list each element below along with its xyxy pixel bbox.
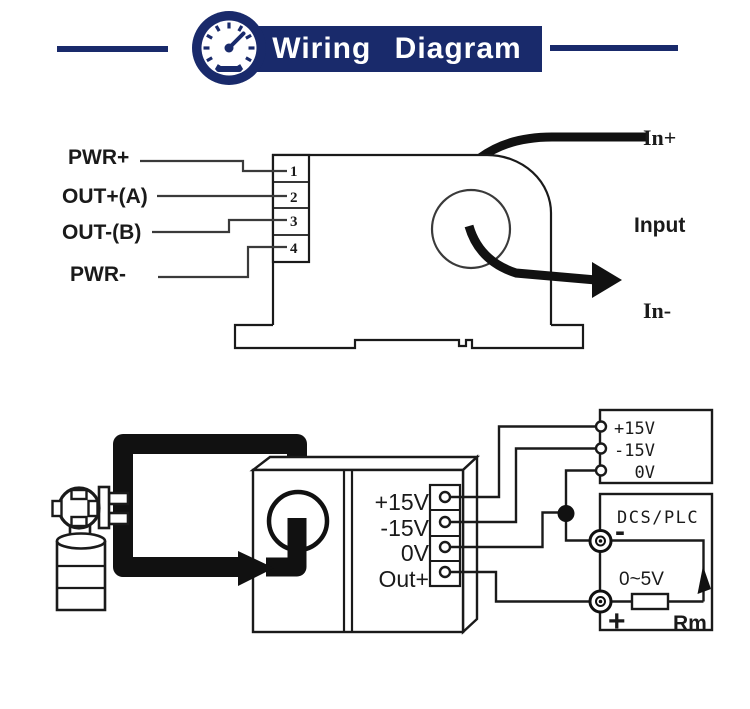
label-input: Input (634, 214, 685, 237)
psu-label-0v: 0V (635, 463, 655, 483)
label-out-minus-b: OUT-(B) (62, 221, 141, 244)
dcs-range-label: 0~5V (619, 569, 664, 590)
dcs-title: DCS/PLC (617, 508, 699, 528)
wire-minus15 (450, 447, 596, 524)
gauge-icon (192, 11, 266, 85)
psu-terminal-minus15 (594, 442, 608, 455)
page-title: Wiring Diagram (272, 32, 522, 65)
busbar-terminal (51, 485, 130, 612)
cylinder-body (55, 541, 107, 612)
terminal-block (271, 153, 311, 264)
cylinder-rim (55, 532, 107, 550)
terminal-4: 4 (290, 241, 298, 257)
psu-label-minus15: -15V (614, 441, 655, 461)
bottom-wiring-diagram: +15V -15V 0V Out+ +15V -15V 0V DCS/PLC (51, 408, 714, 638)
wire-out-plus (450, 570, 591, 603)
terminal-wires (140, 159, 287, 279)
terminal-2: 2 (290, 190, 298, 206)
label-in-plus: In+ (643, 125, 676, 150)
header-right-rule (550, 45, 678, 51)
psu-terminal-0v (594, 464, 608, 477)
wire-pwr-plus (140, 159, 287, 173)
label-pwr-plus: PWR+ (68, 146, 129, 169)
junction-dot (557, 505, 575, 522)
signal-wires (450, 425, 596, 603)
wire-dot-to-minus (564, 521, 591, 542)
module-label-0v: 0V (401, 540, 430, 566)
transducer-module (249, 454, 481, 635)
wire-0v-psu (564, 469, 596, 506)
dcs-terminal-minus (588, 529, 613, 553)
psu-terminal-plus15 (594, 420, 608, 433)
resistor-label: Rm (673, 612, 707, 635)
wire-pwr-minus (158, 245, 287, 279)
terminal-1: 1 (290, 164, 298, 180)
current-arrow (592, 262, 622, 298)
dcs-plus-sign: + (608, 605, 626, 638)
power-supply-box: +15V -15V 0V (594, 408, 714, 485)
wire-out-minus (152, 218, 287, 234)
dcs-terminal-plus (588, 589, 613, 614)
label-in-minus: In- (643, 298, 671, 323)
wire-0v-module (450, 511, 558, 549)
loop-arrow (238, 551, 274, 586)
top-sensor-diagram: 1 2 3 4 PWR+ OUT+(A) OUT-(B) PWR- In+ In… (62, 125, 685, 350)
load-resistor (630, 592, 670, 611)
dcs-minus-sign: - (615, 515, 625, 548)
sensor-base (233, 323, 585, 350)
primary-wire-out (464, 224, 597, 285)
label-pwr-minus: PWR- (70, 263, 126, 286)
module-label-minus15: -15V (380, 515, 429, 541)
label-out-plus-a: OUT+(A) (62, 185, 148, 208)
header-left-rule (57, 46, 168, 52)
psu-label-plus15: +15V (614, 419, 655, 439)
prong-top (107, 491, 130, 506)
module-terminal-pins (438, 490, 452, 579)
loop-through-aperture (266, 518, 307, 577)
header-banner: Wiring Diagram (252, 26, 542, 72)
current-direction-arrow (697, 566, 711, 594)
wire-plus15 (450, 425, 596, 499)
module-label-plus15: +15V (375, 489, 430, 515)
module-label-outplus: Out+ (378, 566, 429, 592)
terminal-3: 3 (290, 214, 298, 230)
prong-bottom (107, 511, 130, 526)
dcs-plc-box: DCS/PLC (588, 492, 714, 638)
